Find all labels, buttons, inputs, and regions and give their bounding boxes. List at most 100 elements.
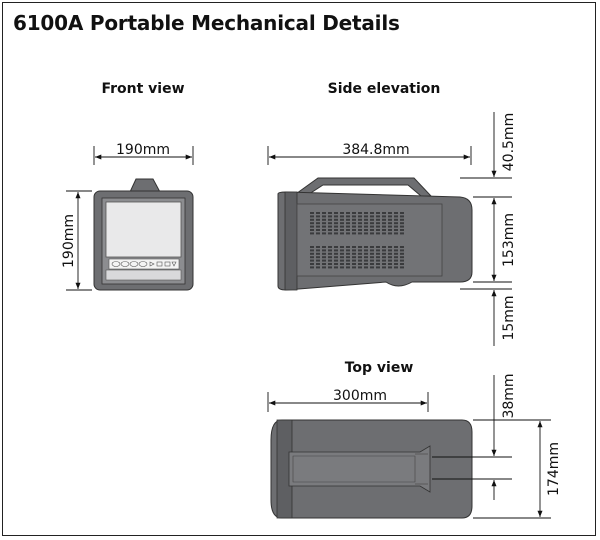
vent-slot — [316, 249, 320, 252]
vent-slot — [310, 215, 314, 218]
vent-slot — [310, 263, 314, 265]
vent-slot — [328, 212, 332, 214]
vent-slot — [364, 222, 368, 225]
vent-slot — [340, 229, 344, 231]
vent-slot — [400, 252, 404, 255]
vent-slot — [346, 218, 350, 221]
vent-slot — [322, 222, 326, 225]
vent-slot — [376, 232, 380, 235]
vent-slot — [364, 218, 368, 221]
vent-slot — [328, 263, 332, 265]
vent-slot — [352, 256, 356, 259]
vent-slot — [382, 266, 386, 269]
vent-slot — [400, 222, 404, 225]
vent-slot — [358, 215, 362, 218]
vent-slot — [370, 266, 374, 269]
top-view-heading: Top view — [344, 360, 414, 376]
vent-slot — [328, 259, 332, 262]
vent-slot — [334, 218, 338, 221]
vent-slot — [322, 212, 326, 214]
vent-slot — [310, 256, 314, 259]
side-top-label: 40.5mm — [501, 113, 517, 171]
vent-slot — [400, 246, 404, 248]
front-lower-panel — [105, 269, 182, 281]
vent-slot — [388, 218, 392, 221]
vent-slot — [370, 246, 374, 248]
vent-slot — [376, 212, 380, 214]
vent-slot — [352, 225, 356, 228]
vent-slot — [322, 252, 326, 255]
vent-slot — [382, 212, 386, 214]
vent-slot — [352, 259, 356, 262]
page-title: 6100A Portable Mechanical Details — [13, 11, 400, 35]
vent-slot — [358, 266, 362, 269]
vent-slot — [322, 249, 326, 252]
vent-slot — [346, 263, 350, 265]
vent-slot — [376, 263, 380, 265]
vent-slot — [358, 263, 362, 265]
vent-slot — [322, 266, 326, 269]
front-height-label: 190mm — [61, 214, 77, 268]
vent-slot — [382, 256, 386, 259]
vent-slot — [370, 215, 374, 218]
side-view — [277, 177, 473, 291]
vent-slot — [334, 263, 338, 265]
vent-slot — [334, 232, 338, 235]
vent-slot — [400, 259, 404, 262]
vent-slot — [346, 229, 350, 231]
vent-slot — [382, 246, 386, 248]
vent-slot — [358, 225, 362, 228]
vent-slot — [358, 229, 362, 231]
vent-slot — [370, 249, 374, 252]
top-handle-recess — [288, 445, 431, 493]
vent-slot — [310, 218, 314, 221]
vent-slot — [388, 229, 392, 231]
vent-slot — [340, 212, 344, 214]
vent-slot — [328, 222, 332, 225]
top-handle-inner — [292, 455, 416, 483]
vent-slot — [316, 232, 320, 235]
vent-slot — [376, 266, 380, 269]
vent-slot — [388, 215, 392, 218]
vent-slot — [376, 256, 380, 259]
vent-slot — [394, 259, 398, 262]
vent-slot — [400, 263, 404, 265]
vent-slot — [310, 252, 314, 255]
vent-slot — [400, 249, 404, 252]
vent-slot — [352, 232, 356, 235]
vent-slot — [388, 249, 392, 252]
vent-slot — [382, 229, 386, 231]
front-width-label: 190mm — [116, 142, 170, 158]
vent-slot — [334, 225, 338, 228]
vent-slot — [322, 256, 326, 259]
vent-slot — [310, 246, 314, 248]
side-width-label: 384.8mm — [342, 142, 409, 158]
vent-slot — [340, 218, 344, 221]
vent-slot — [328, 215, 332, 218]
vent-slot — [382, 225, 386, 228]
vent-slot — [388, 246, 392, 248]
vent-slot — [316, 212, 320, 214]
vent-slot — [340, 256, 344, 259]
vent-slot — [328, 249, 332, 252]
vent-slot — [334, 246, 338, 248]
vent-slot — [370, 252, 374, 255]
vent-slot — [394, 229, 398, 231]
front-height-dimension: 190mm — [61, 190, 92, 291]
vent-slot — [340, 215, 344, 218]
vent-slot — [340, 249, 344, 252]
vent-slot — [352, 263, 356, 265]
front-screen — [105, 201, 182, 258]
vent-slot — [376, 222, 380, 225]
vent-slot — [346, 222, 350, 225]
vent-slot — [400, 225, 404, 228]
vent-slot — [322, 215, 326, 218]
vent-slot — [328, 232, 332, 235]
vent-slot — [352, 222, 356, 225]
vent-slot — [322, 259, 326, 262]
vent-slot — [382, 218, 386, 221]
vent-slot — [376, 259, 380, 262]
vent-slot — [340, 252, 344, 255]
vent-slot — [382, 263, 386, 265]
